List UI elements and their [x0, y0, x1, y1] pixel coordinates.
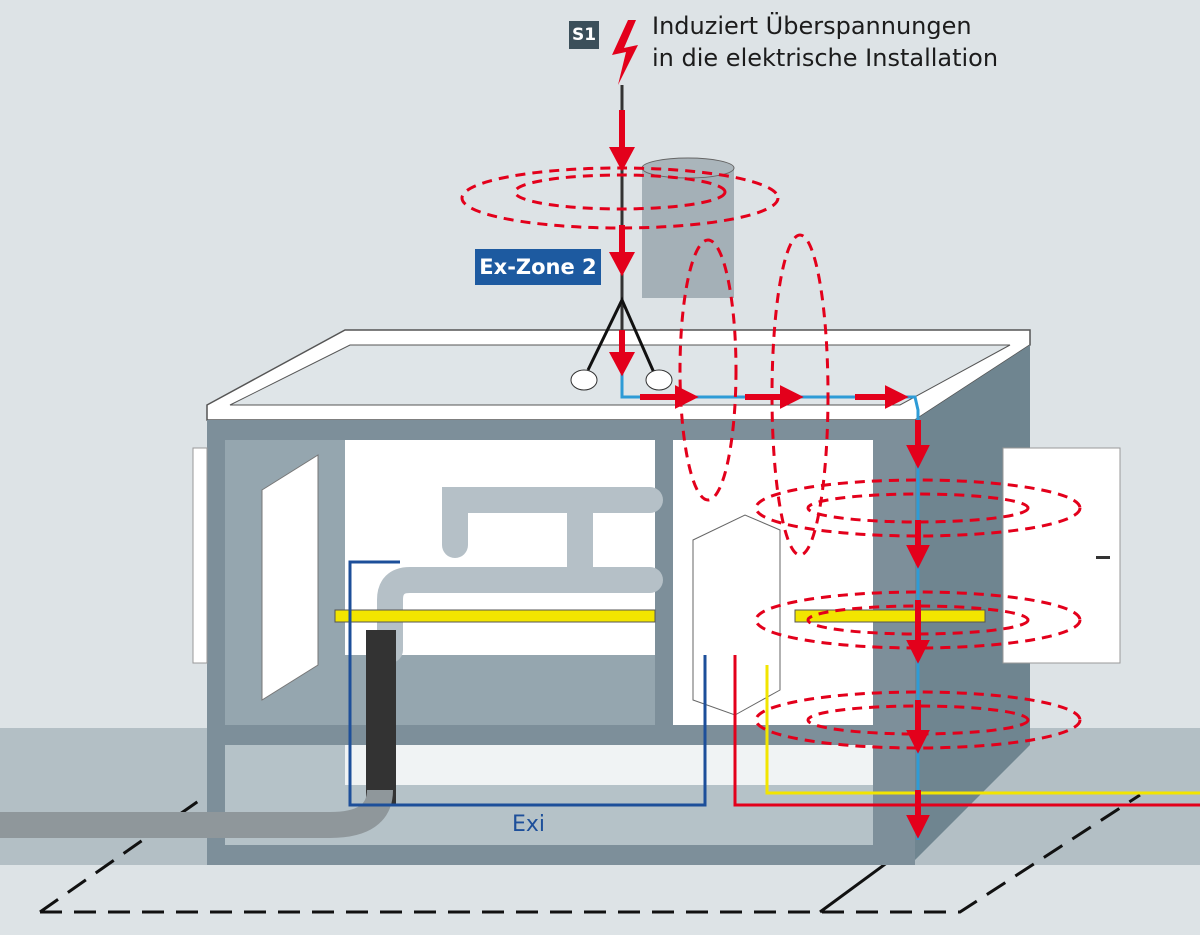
process-pipes: [377, 487, 663, 663]
equipotential-bar: [794, 609, 986, 623]
left-door: [261, 454, 319, 701]
cable-label: Exi: [512, 812, 546, 837]
heading-line-1: Induziert Überspannungen: [652, 12, 972, 40]
electrical-cabinet: [692, 514, 781, 716]
heading: Induziert Überspannungen in die elektris…: [652, 10, 998, 74]
signal-cable: [765, 665, 1200, 795]
power-cable: [733, 655, 1200, 807]
earth-electrode-ring: [40, 793, 1141, 914]
basement-floor: [345, 745, 873, 785]
concrete-base: [570, 369, 598, 391]
heading-line-2: in die elektrische Installation: [652, 44, 999, 72]
surge-current-path: [609, 110, 930, 839]
concrete-base: [645, 369, 673, 391]
source-badge: S1: [569, 21, 599, 49]
tank: [642, 168, 734, 298]
exi-cable: [348, 560, 707, 807]
zone-label: Ex-Zone 2: [475, 249, 601, 285]
equipotential-bar: [334, 609, 656, 623]
lightning-bolt-icon: [612, 20, 638, 85]
mast-tripod: [586, 296, 657, 376]
door-handle-icon: [1096, 556, 1110, 559]
underground-pipe: [0, 788, 393, 838]
side-door-left: [192, 447, 208, 664]
pipe-outlet: [366, 630, 396, 805]
building-right-wall: [915, 345, 1030, 860]
right-door: [1002, 447, 1121, 664]
